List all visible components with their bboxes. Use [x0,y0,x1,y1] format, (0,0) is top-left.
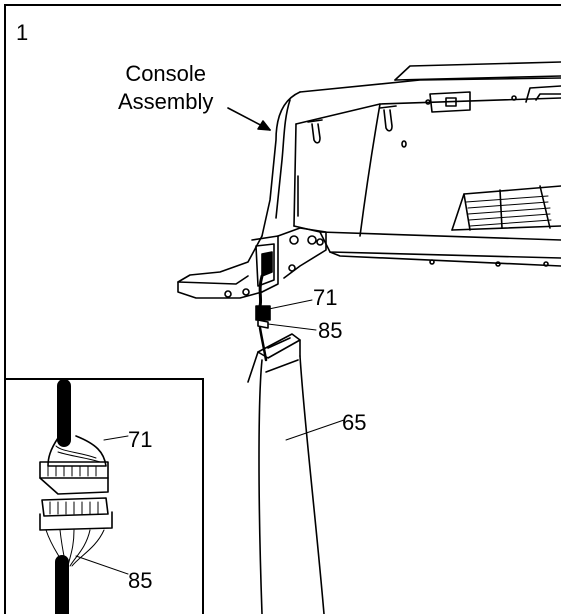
console-assembly-label: Console Assembly [118,60,213,116]
wire-85-label: 85 [318,318,343,343]
step-frame [4,4,561,614]
console-assembly-label-line2: Assembly [118,89,214,114]
wire-71-label: 71 [313,285,338,310]
inset-wire-85-label: 85 [128,568,153,593]
inset-connector-closeup [39,379,129,614]
inset-wire-71-label: 71 [128,427,153,452]
console-assembly [177,61,561,299]
inset-box [4,378,204,614]
upright-65 [247,333,345,614]
step-number: 1 [16,20,29,45]
console-assembly-label-line1: Console [125,61,207,86]
upright-65-label: 65 [342,410,367,435]
console-leader-arrow [227,107,271,131]
